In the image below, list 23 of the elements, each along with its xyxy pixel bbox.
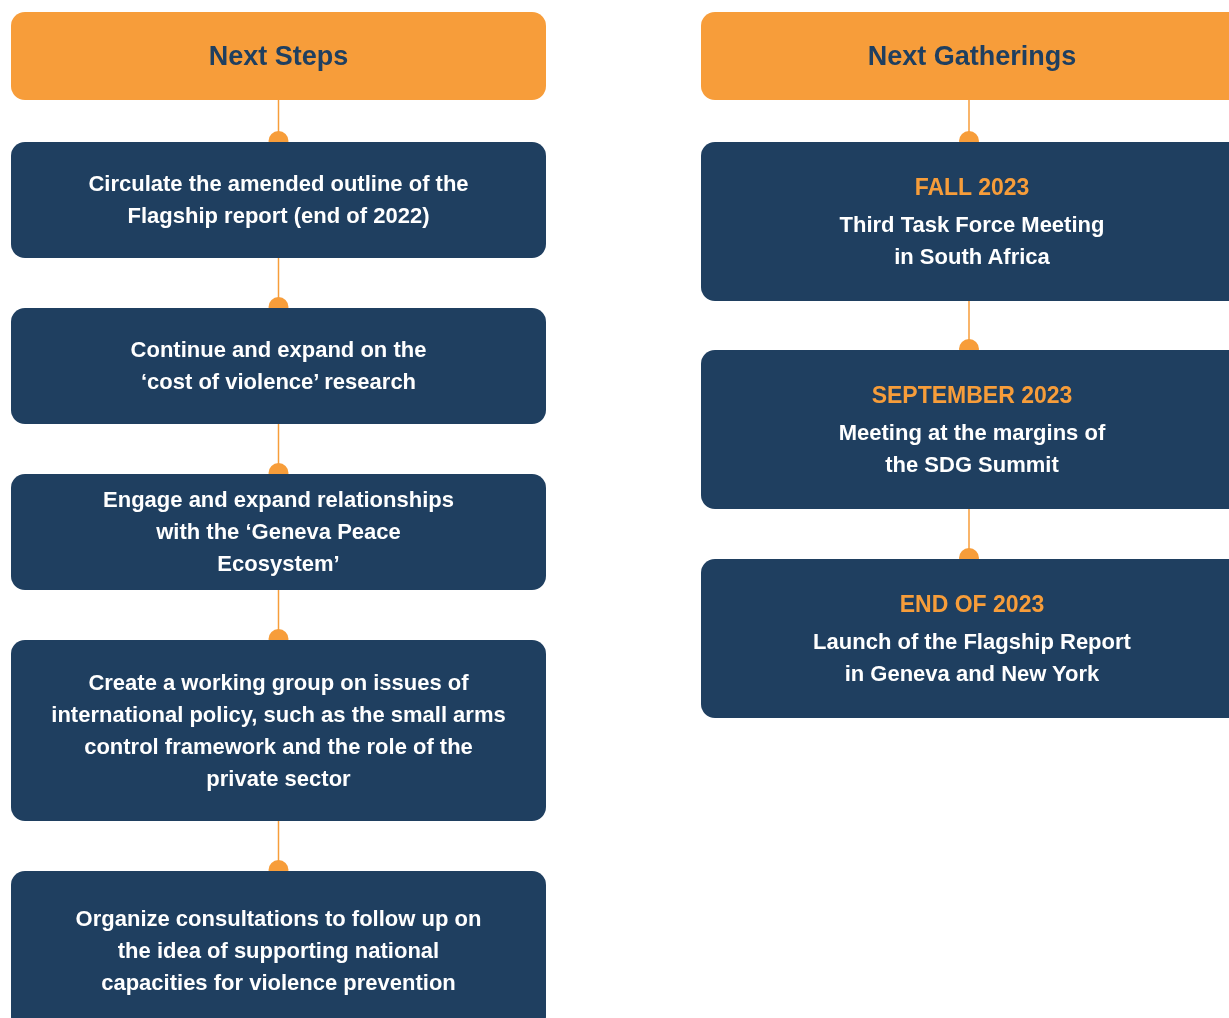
header-box <box>701 12 1229 100</box>
step-box <box>11 640 546 821</box>
header-title: Next Steps <box>208 40 349 72</box>
step-box <box>11 142 546 258</box>
step-text: Third Task Force Meeting in South Africa <box>838 210 1106 271</box>
step-box <box>11 308 546 424</box>
step-text: Continue and expand on the ‘cost of violence’ research <box>129 336 428 396</box>
step-box <box>701 350 1229 509</box>
step-box <box>701 142 1229 301</box>
step-box <box>11 871 546 1018</box>
step-text: Meeting at the margins of the SDG Summit <box>837 418 1107 479</box>
date-heading: SEPTEMBER 2023 <box>871 380 1073 410</box>
step-text: Organize consultations to follow up on the idea of supporting national capacities for violence prevention <box>74 905 483 997</box>
step-text: Circulate the amended outline of the Flagship report (end of 2022) <box>87 170 470 230</box>
header-box <box>11 12 546 100</box>
header-title: Next Gatherings <box>867 40 1077 72</box>
step-text: Create a working group on issues of international policy, such as the small arms control framework and the role of the private sector <box>50 668 507 793</box>
date-heading: END OF 2023 <box>899 589 1045 619</box>
step-text: Engage and expand relationships with the ‘Geneva Peace Ecosystem’ <box>102 486 455 578</box>
step-box <box>701 559 1229 718</box>
date-heading: FALL 2023 <box>914 172 1030 202</box>
step-text: Launch of the Flagship Report in Geneva and New York <box>812 627 1132 688</box>
step-box <box>11 474 546 590</box>
